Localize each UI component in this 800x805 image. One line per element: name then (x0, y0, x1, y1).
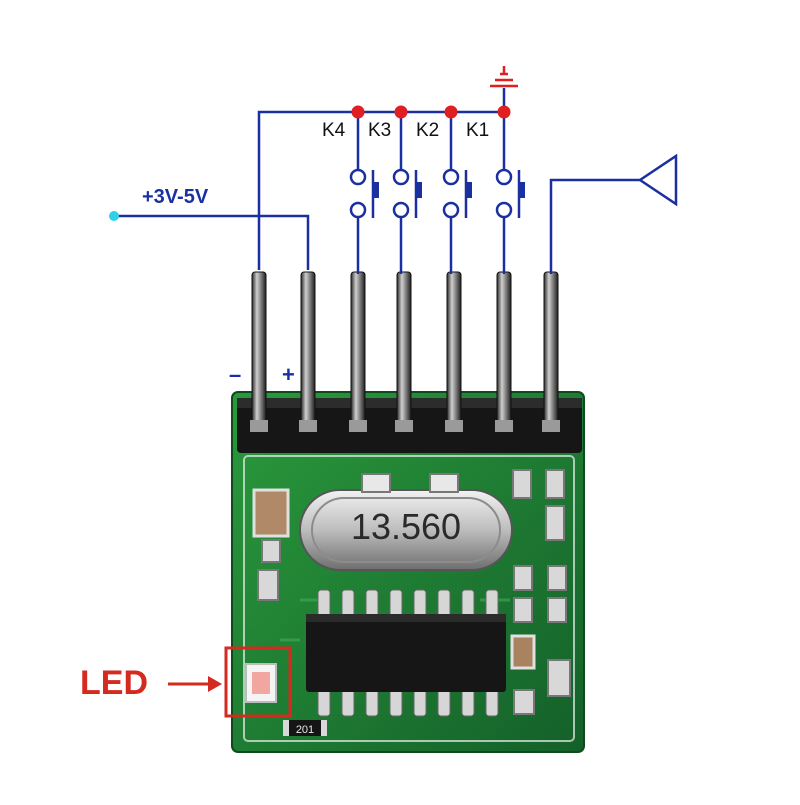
switch-contact (349, 168, 367, 186)
push-switches (349, 168, 525, 219)
switch-contact (442, 168, 460, 186)
pin-collar (349, 420, 367, 432)
crystal-marking: 13.560 (351, 506, 461, 547)
switch-contact (442, 201, 460, 219)
ic-pin (365, 589, 379, 619)
pin-collar (299, 420, 317, 432)
junction-node (394, 105, 408, 119)
junction-node (444, 105, 458, 119)
pin-collar (395, 420, 413, 432)
ic-pin (485, 687, 499, 717)
switch-label-k2: K2 (416, 120, 440, 141)
vcc-input-dot (109, 211, 119, 221)
antenna-symbol (639, 153, 678, 207)
switch-label-k4: K4 (322, 120, 346, 141)
resistor-marking: 201 (296, 724, 314, 736)
ic-pin (437, 687, 451, 717)
led-component (245, 663, 277, 703)
switch-button (416, 182, 422, 198)
pin-collar (495, 420, 513, 432)
switch-contact (495, 168, 513, 186)
ic-pin (437, 589, 451, 619)
header-pin (300, 271, 316, 423)
switch-label-k3: K3 (368, 120, 392, 141)
header-pin (350, 271, 366, 423)
ic-pin (317, 687, 331, 717)
ic-pin (485, 589, 499, 619)
ground-symbol (490, 66, 518, 88)
smd-capacitor-brown (252, 488, 290, 538)
led-callout-label: LED (80, 664, 148, 702)
led-arrow (168, 676, 222, 692)
ic-pin (317, 589, 331, 619)
header-pin (543, 271, 559, 423)
switch-label-k1: K1 (466, 120, 490, 141)
ic-pin (365, 687, 379, 717)
resistor-201: 201 (283, 720, 327, 736)
ic-pin (413, 589, 427, 619)
switch-contact (495, 201, 513, 219)
smd-capacitor-brown-small (510, 634, 536, 670)
led-highlight-box (224, 646, 292, 718)
junction-node (497, 105, 511, 119)
switch-button (466, 182, 472, 198)
pin-collar (250, 420, 268, 432)
switch-button (373, 182, 379, 198)
header-pin (446, 271, 462, 423)
switch-contact (392, 168, 410, 186)
junction-nodes (351, 105, 511, 119)
header-pin (496, 271, 512, 423)
crystal-oscillator: 13.560 (299, 489, 513, 571)
ic-pin (413, 687, 427, 717)
pin-collar (542, 420, 560, 432)
ic-pin (341, 687, 355, 717)
plus-label: + (282, 362, 295, 387)
ic-pin (461, 687, 475, 717)
ic-pin (341, 589, 355, 619)
header-pins (250, 271, 560, 432)
ic-chip (306, 589, 506, 717)
ic-pin (461, 589, 475, 619)
switch-button (519, 182, 525, 198)
pin-collar (445, 420, 463, 432)
ic-pin (389, 589, 403, 619)
junction-node (351, 105, 365, 119)
minus-label: – (229, 362, 242, 387)
switch-contact (349, 201, 367, 219)
switch-contact (392, 201, 410, 219)
schematic-wiring (114, 88, 640, 274)
header-pin (251, 271, 267, 423)
smd-components (257, 469, 571, 715)
header-pin (396, 271, 412, 423)
ic-pin (389, 687, 403, 717)
supply-voltage-label: +3V-5V (142, 186, 209, 208)
